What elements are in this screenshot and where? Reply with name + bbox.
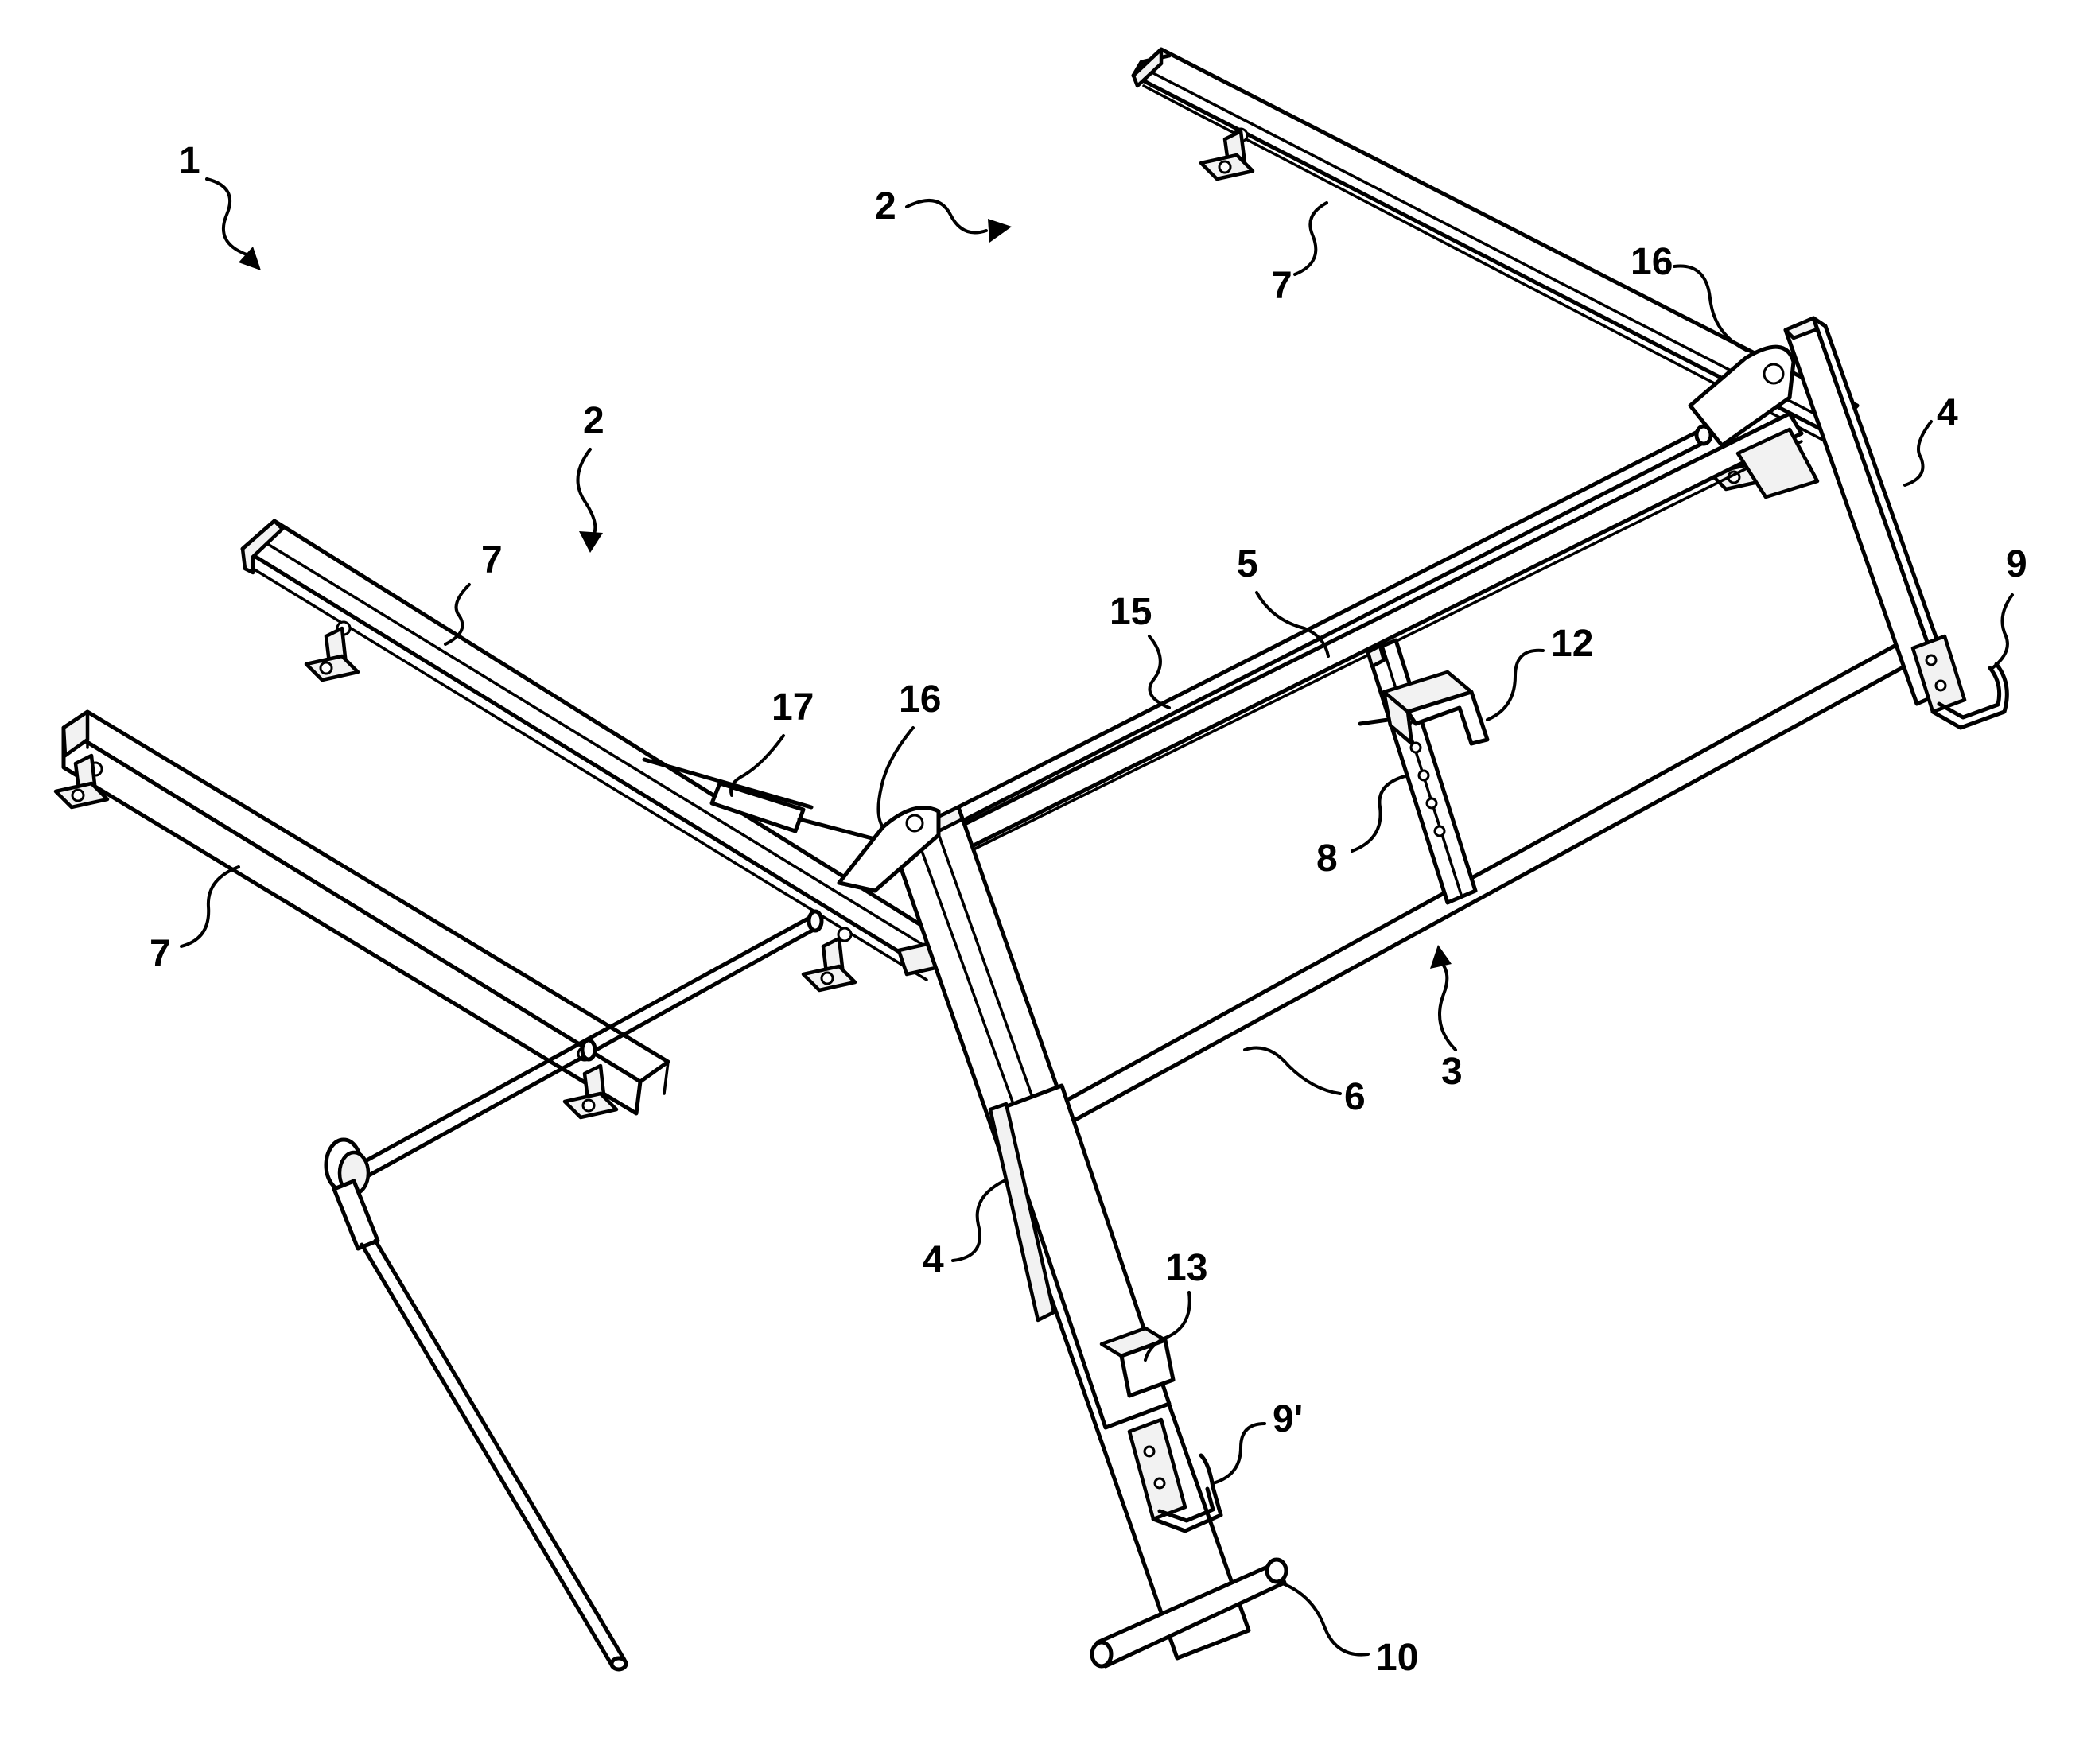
- label-pivot-plate-left: 16: [878, 678, 941, 827]
- label-16-left: 16: [899, 678, 941, 721]
- label-hook-right: 9: [1992, 543, 2027, 668]
- label-lower-stop: 13: [1145, 1247, 1207, 1360]
- label-6: 6: [1344, 1076, 1366, 1118]
- label-8: 8: [1316, 837, 1338, 880]
- label-15: 15: [1110, 591, 1152, 633]
- label-7-near: 7: [150, 933, 171, 975]
- label-9-prime: 9': [1273, 1398, 1303, 1440]
- label-rail-mid: 7: [445, 539, 503, 644]
- label-rail-unit-left: 2: [577, 400, 604, 553]
- label-pivot-rod: 15: [1110, 591, 1169, 708]
- post-left: [891, 807, 1286, 1666]
- label-2-right: 2: [875, 185, 896, 227]
- label-post-right: 4: [1905, 392, 1958, 485]
- label-adjustable-bracket: 8: [1316, 775, 1408, 880]
- adjustable-bracket: [1360, 640, 1487, 903]
- label-12: 12: [1551, 623, 1593, 665]
- label-post-left: 4: [923, 1181, 1004, 1281]
- label-hook-left: 9': [1213, 1398, 1303, 1483]
- label-lower-crossbar: 6: [1245, 1048, 1366, 1119]
- label-strut: 17: [731, 686, 814, 795]
- label-rail-near: 7: [150, 867, 239, 975]
- rail-near: [56, 712, 668, 1117]
- label-17: 17: [772, 686, 814, 729]
- label-7-mid: 7: [481, 539, 503, 581]
- label-7-far: 7: [1271, 265, 1292, 307]
- label-4-left: 4: [923, 1239, 944, 1281]
- label-upper-stop: 12: [1487, 623, 1593, 720]
- label-2-left: 2: [583, 400, 604, 442]
- label-9: 9: [2006, 543, 2027, 585]
- label-frame: 3: [1430, 945, 1463, 1093]
- label-foot-bar: 10: [1281, 1583, 1418, 1679]
- label-5: 5: [1237, 543, 1258, 585]
- label-1: 1: [179, 140, 200, 182]
- label-16-right: 16: [1631, 241, 1673, 283]
- label-10: 10: [1376, 1637, 1418, 1679]
- label-3: 3: [1441, 1051, 1463, 1093]
- label-4-right: 4: [1937, 392, 1958, 434]
- label-rail-far: 7: [1271, 203, 1327, 307]
- label-assembly: 1: [179, 140, 261, 270]
- label-rail-unit-right: 2: [875, 185, 1012, 243]
- label-13: 13: [1165, 1247, 1207, 1289]
